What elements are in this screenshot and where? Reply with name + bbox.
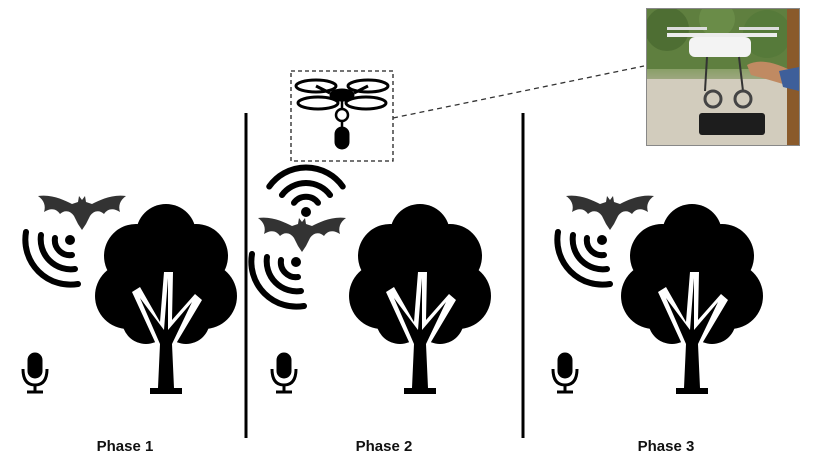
phase-2-group: [251, 65, 645, 394]
phase-1-label: Phase 1: [96, 438, 154, 455]
microphone-icon: [21, 351, 49, 394]
microphone-icon: [551, 351, 579, 394]
microphone-icon: [270, 351, 298, 394]
phase-3-group: [551, 195, 763, 394]
drone-inset-box: [290, 70, 394, 162]
bat-icon: [566, 195, 654, 230]
tree-icon: [95, 204, 237, 394]
phase-3-label: Phase 3: [637, 438, 695, 455]
tree-icon: [621, 204, 763, 394]
echolocation-waves-icon: [251, 254, 304, 307]
drone-signal-waves-icon: [269, 149, 343, 223]
inset-connector-line: [392, 65, 645, 119]
drone-microphone-photo: [646, 8, 800, 146]
echolocation-waves-icon: [25, 232, 78, 285]
phase-2-label: Phase 2: [355, 438, 413, 455]
bat-icon: [258, 217, 346, 252]
tree-icon: [349, 204, 491, 394]
echolocation-waves-icon: [557, 232, 610, 285]
drone-icon: [294, 78, 390, 150]
bat-icon: [38, 195, 126, 230]
phase-1-group: [21, 195, 237, 394]
